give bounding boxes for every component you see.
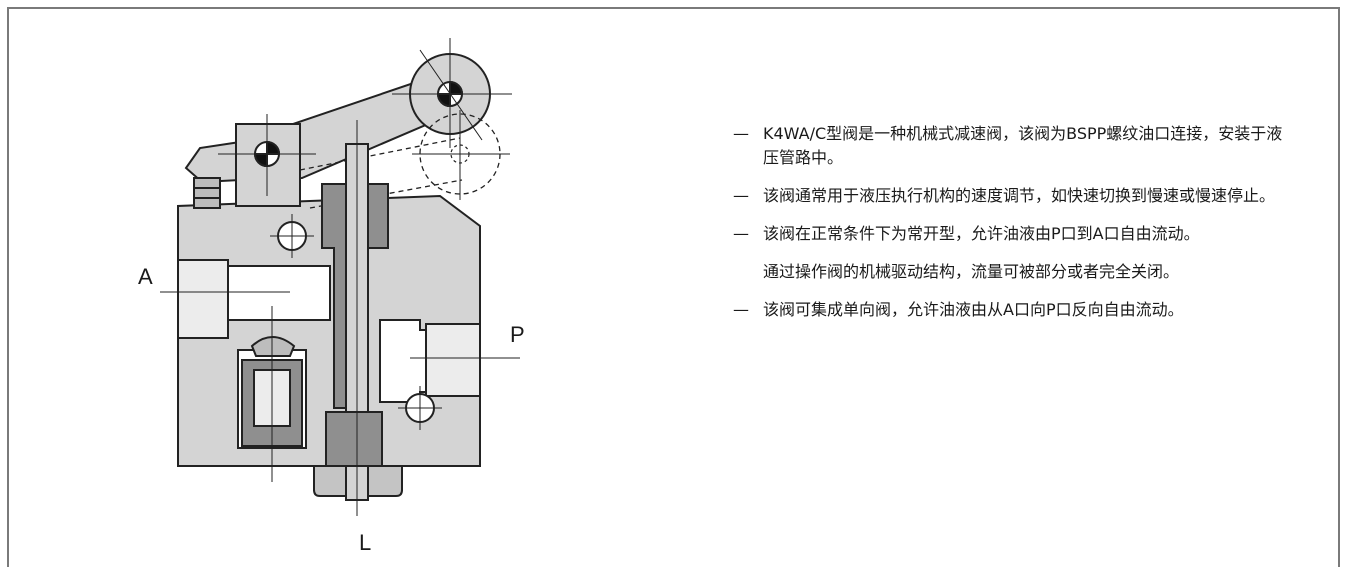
port-label-l: L (359, 530, 372, 555)
description-paragraph: — 该阀通常用于液压执行机构的速度调节，如快速切换到慢速或慢速停止。 (733, 184, 1293, 208)
bullet-dash: — (733, 124, 749, 143)
paragraph-text: 通过操作阀的机械驱动结构，流量可被部分或者完全关闭。 (763, 262, 1180, 281)
figure-frame (7, 7, 1340, 567)
paragraph-text: 该阀在正常条件下为常开型，允许油液由P口到A口自由流动。 (763, 224, 1200, 243)
paragraph-text: K4WA/C型阀是一种机械式减速阀，该阀为BSPP螺纹油口连接，安装于液压管路中… (763, 124, 1283, 167)
bullet-dash: — (733, 300, 749, 319)
description-paragraph: 通过操作阀的机械驱动结构，流量可被部分或者完全关闭。 (733, 260, 1293, 284)
adjust-screw (193, 177, 221, 209)
paragraph-text: 该阀通常用于液压执行机构的速度调节，如快速切换到慢速或慢速停止。 (763, 186, 1276, 205)
bullet-dash: — (733, 224, 749, 243)
description-paragraph: — 该阀在正常条件下为常开型，允许油液由P口到A口自由流动。 (733, 222, 1293, 246)
description-text: — K4WA/C型阀是一种机械式减速阀，该阀为BSPP螺纹油口连接，安装于液压管… (733, 122, 1293, 336)
description-paragraph: — K4WA/C型阀是一种机械式减速阀，该阀为BSPP螺纹油口连接，安装于液压管… (733, 122, 1293, 170)
port-label-a: A (138, 264, 153, 289)
description-paragraph: — 该阀可集成单向阀，允许油液由从A口向P口反向自由流动。 (733, 298, 1293, 322)
port-label-p: P (510, 322, 525, 347)
bullet-dash: — (733, 186, 749, 205)
valve-cross-section-drawing (160, 38, 520, 516)
paragraph-text: 该阀可集成单向阀，允许油液由从A口向P口反向自由流动。 (763, 300, 1184, 319)
